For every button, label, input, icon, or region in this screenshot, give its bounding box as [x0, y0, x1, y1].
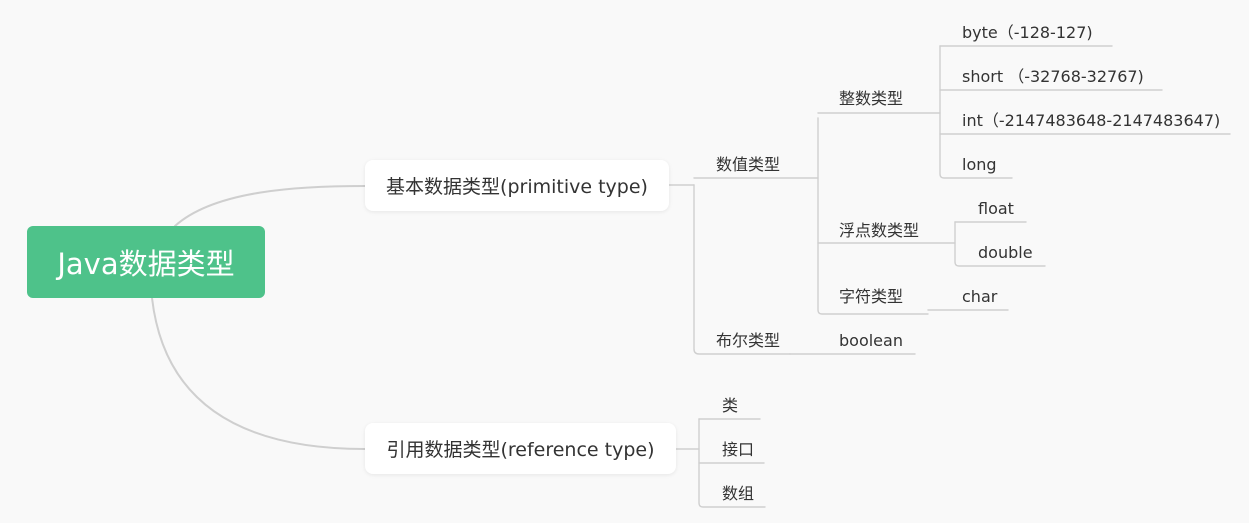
link-numeric-branch	[817, 117, 929, 315]
double-leaf-node[interactable]: double	[978, 243, 1033, 262]
char-type-node[interactable]: 字符类型	[839, 287, 904, 306]
link-float-branch	[954, 221, 1046, 267]
link-root-reference	[151, 297, 366, 450]
reference-type-node[interactable]: 引用数据类型(reference type)	[365, 423, 676, 474]
link-root-primitive	[174, 185, 366, 227]
array-leaf-node[interactable]: 数组	[722, 484, 755, 503]
int-leaf-node[interactable]: int（-2147483648-2147483647)	[962, 111, 1221, 130]
boolean-leaf-node[interactable]: boolean	[839, 331, 903, 350]
float-type-node[interactable]: 浮点数类型	[839, 221, 920, 240]
float-leaf-node[interactable]: float	[978, 199, 1014, 218]
link-primitive-branch	[693, 184, 791, 355]
numeric-type-node[interactable]: 数值类型	[716, 155, 781, 174]
boolean-type-node[interactable]: 布尔类型	[716, 331, 781, 350]
primitive-type-node[interactable]: 基本数据类型(primitive type)	[365, 160, 669, 211]
char-leaf-node[interactable]: char	[962, 287, 998, 306]
root-node[interactable]: Java数据类型	[27, 226, 265, 298]
class-leaf-node[interactable]: 类	[722, 396, 739, 415]
interface-leaf-node[interactable]: 接口	[722, 440, 755, 459]
link-integer-branch	[939, 45, 1013, 179]
long-leaf-node[interactable]: long	[962, 155, 997, 174]
byte-leaf-node[interactable]: byte（-128-127)	[962, 23, 1093, 42]
integer-type-node[interactable]: 整数类型	[839, 89, 904, 108]
short-leaf-node[interactable]: short （-32768-32767)	[962, 67, 1144, 86]
link-reference-branch	[698, 418, 766, 508]
